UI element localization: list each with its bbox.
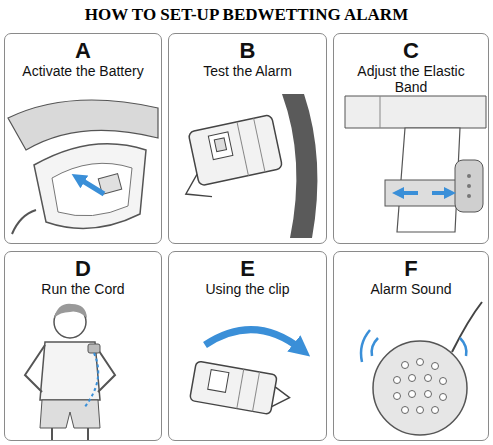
alarm-test-illustration-part: [208, 132, 233, 160]
speaker-illustration-part: [372, 338, 378, 356]
step-letter: B: [169, 39, 326, 63]
boy-illustration-part: [84, 353, 98, 408]
battery-illustration: [8, 100, 158, 234]
battery-illustration-part: [34, 144, 146, 229]
speaker-illustration-part: [394, 377, 401, 384]
arm-band-illustration-part: [432, 191, 450, 195]
arm-band-illustration-part: [455, 160, 483, 212]
speaker-illustration-part: [409, 375, 416, 382]
arm-band-illustration-part: [467, 174, 471, 178]
arm-band-illustration: [345, 96, 486, 232]
clip-illustration-part: [190, 361, 278, 415]
speaker-illustration-part: [425, 375, 432, 382]
speaker-illustration-part: [417, 407, 424, 414]
speaker-illustration-part: [432, 363, 439, 370]
clip-illustration-part: [272, 387, 291, 409]
speaker-illustration-part: [460, 338, 466, 356]
clip-illustration-part: [253, 372, 260, 411]
arm-band-illustration-part: [398, 191, 418, 195]
step-panel: DRun the Cord: [4, 251, 162, 441]
speaker-illustration-part: [402, 362, 409, 369]
clip-illustration-part: [205, 330, 302, 350]
clip-illustration-part: [237, 369, 244, 408]
step-caption: Test the Alarm: [169, 63, 326, 79]
arm-band-illustration-part: [385, 180, 465, 206]
step-panel: BTest the Alarm: [168, 33, 327, 244]
speaker-illustration-part: [432, 407, 439, 414]
boy-illustration-part: [25, 345, 45, 392]
step-caption: Activate the Battery: [5, 63, 161, 79]
step-panel: CAdjust the Elastic Band: [333, 33, 489, 244]
step-caption: Alarm Sound: [334, 281, 488, 297]
arm-band-illustration-part: [380, 96, 381, 128]
alarm-test-illustration: [173, 94, 317, 238]
arm-band-illustration-part: [345, 96, 486, 128]
boy-illustration: [25, 304, 115, 440]
step-letter: E: [169, 257, 326, 281]
speaker-illustration-part: [402, 407, 409, 414]
boy-illustration-part: [88, 344, 100, 353]
step-caption: Adjust the Elastic Band: [334, 63, 488, 95]
step-caption: Using the clip: [169, 281, 326, 297]
speaker-illustration-part: [373, 341, 467, 435]
boy-illustration-part: [54, 304, 87, 318]
alarm-test-illustration-part: [282, 94, 317, 238]
clip-illustration-part: [208, 370, 229, 393]
step-letter: F: [334, 257, 488, 281]
alarm-test-illustration-part: [237, 122, 248, 176]
alarm-test-illustration-part: [188, 115, 283, 186]
alarm-test-illustration-part: [182, 172, 212, 202]
speaker-illustration-part: [417, 359, 424, 366]
step-letter: C: [334, 39, 488, 63]
speaker-illustration-part: [425, 391, 432, 398]
speaker-illustration-part: [440, 378, 447, 385]
battery-illustration-part: [12, 210, 36, 234]
step-panel: AActivate the Battery: [4, 33, 162, 244]
battery-illustration-part: [8, 100, 158, 150]
battery-illustration-part: [78, 178, 104, 194]
boy-illustration-part: [40, 342, 100, 400]
speaker-illustration-part: [394, 359, 447, 414]
arm-band-illustration-part: [467, 194, 471, 198]
step-panel: EUsing the clip: [168, 251, 327, 441]
speaker-illustration-part: [440, 394, 447, 401]
alarm-test-illustration-part: [254, 118, 265, 172]
clip-illustration: [190, 330, 302, 418]
alarm-test-illustration-part: [214, 138, 226, 152]
diagram-title: HOW TO SET-UP BEDWETTING ALARM: [0, 5, 493, 25]
clip-illustration-part: [190, 361, 293, 417]
step-letter: A: [5, 39, 161, 63]
speaker-illustration-part: [361, 330, 370, 362]
boy-illustration-part: [51, 428, 53, 440]
battery-illustration-part: [52, 163, 132, 216]
step-caption: Run the Cord: [5, 281, 161, 297]
speaker-illustration: [361, 302, 482, 435]
boy-illustration-part: [87, 428, 89, 440]
alarm-test-illustration-part: [173, 115, 285, 202]
boy-illustration-part: [40, 400, 100, 428]
speaker-illustration-part: [452, 302, 482, 352]
speaker-illustration-part: [394, 393, 401, 400]
speaker-illustration-part: [409, 391, 416, 398]
step-panel: FAlarm Sound: [333, 251, 489, 441]
arm-band-illustration-part: [467, 184, 471, 188]
step-letter: D: [5, 257, 161, 281]
